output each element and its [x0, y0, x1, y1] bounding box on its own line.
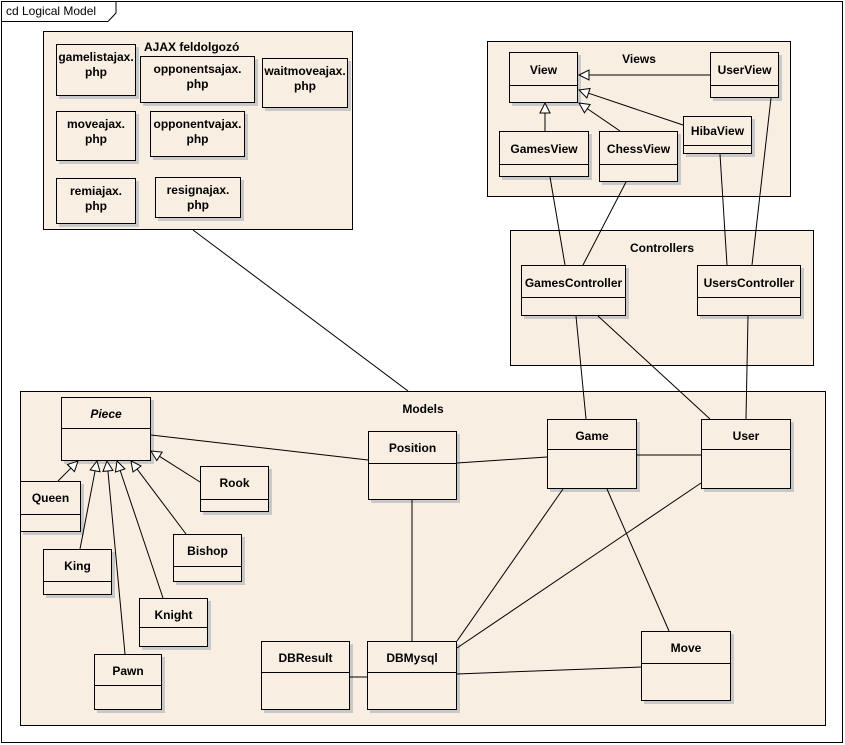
class-name: Bishop — [187, 544, 228, 558]
class-knight[interactable]: Knight — [139, 598, 208, 647]
ajax-file-ext: php — [186, 132, 209, 146]
diagram-title: cd Logical Model — [6, 4, 97, 18]
class-name: Position — [388, 441, 437, 455]
class-gamesview[interactable]: GamesView — [499, 131, 589, 177]
ajax-file-ext: php — [187, 198, 209, 212]
class-name: DBResult — [278, 651, 333, 665]
ajax-file-name: resignajax. — [166, 183, 230, 197]
ajax-file-move[interactable]: moveajax. php — [56, 111, 136, 161]
class-queen[interactable]: Queen — [20, 481, 81, 532]
class-name: Pawn — [112, 664, 144, 678]
class-name: Rook — [219, 476, 250, 490]
class-name: View — [529, 63, 558, 77]
class-name: Knight — [154, 608, 193, 622]
class-rook[interactable]: Rook — [200, 466, 269, 512]
ajax-file-ext: php — [294, 79, 316, 93]
ajax-file-name: gamelistajax. — [58, 50, 134, 64]
ajax-file-ext: php — [186, 77, 209, 91]
class-name: Move — [670, 641, 702, 655]
ajax-file-ext: php — [85, 65, 107, 79]
title-tab-outline — [1, 1, 117, 22]
class-name: GamesView — [510, 142, 578, 156]
ajax-file-name: remiajax. — [69, 184, 123, 198]
ajax-file-opponents[interactable]: opponentsajax. php — [140, 56, 255, 103]
class-view[interactable]: View — [509, 52, 578, 103]
ajax-file-waitmove[interactable]: waitmoveajax. php — [262, 58, 348, 108]
class-dbmysql[interactable]: DBMysql — [367, 641, 457, 710]
class-name: UserView — [717, 63, 772, 77]
ajax-file-remi[interactable]: remiajax. php — [56, 178, 136, 224]
class-name: HibaView — [690, 124, 745, 138]
class-move[interactable]: Move — [641, 631, 731, 701]
class-position[interactable]: Position — [368, 431, 457, 500]
class-name: Queen — [31, 491, 70, 505]
class-name: DBMysql — [386, 651, 438, 665]
class-userview[interactable]: UserView — [710, 52, 779, 98]
class-chessview[interactable]: ChessView — [599, 131, 678, 182]
class-name: ChessView — [606, 142, 671, 156]
ajax-file-name: waitmoveajax. — [264, 64, 346, 78]
views-package-title: Views — [622, 52, 656, 66]
class-name: Game — [575, 429, 609, 443]
ajax-package-title: AJAX feldolgozó — [144, 40, 240, 54]
class-king[interactable]: King — [43, 549, 112, 595]
ajax-file-resign[interactable]: resignajax. php — [155, 177, 241, 218]
class-name: GamesController — [524, 276, 623, 290]
class-gamescontroller[interactable]: GamesController — [521, 265, 626, 316]
ajax-file-name: opponentvajax. — [153, 117, 242, 131]
class-name: UsersController — [703, 276, 795, 290]
models-package-title: Models — [402, 402, 444, 416]
class-bishop[interactable]: Bishop — [173, 534, 242, 582]
class-name: User — [732, 429, 760, 443]
ajax-file-ext: php — [85, 132, 107, 146]
class-pawn[interactable]: Pawn — [94, 654, 162, 710]
class-userscontroller[interactable]: UsersController — [697, 265, 801, 316]
ajax-file-name: opponentsajax. — [153, 62, 242, 76]
class-name: King — [64, 559, 91, 573]
ajax-file-name: moveajax. — [66, 117, 126, 131]
controllers-package-title: Controllers — [629, 241, 694, 255]
class-dbresult[interactable]: DBResult — [261, 641, 350, 710]
ajax-file-gamelist[interactable]: gamelistajax. php — [56, 44, 136, 96]
class-user[interactable]: User — [701, 419, 791, 489]
class-piece[interactable]: Piece — [61, 397, 151, 461]
class-game[interactable]: Game — [547, 419, 637, 489]
ajax-file-ext: php — [85, 199, 107, 213]
class-name: Piece — [90, 407, 122, 421]
ajax-file-opponentv[interactable]: opponentvajax. php — [150, 111, 245, 157]
class-hibaview[interactable]: HibaView — [683, 116, 752, 154]
